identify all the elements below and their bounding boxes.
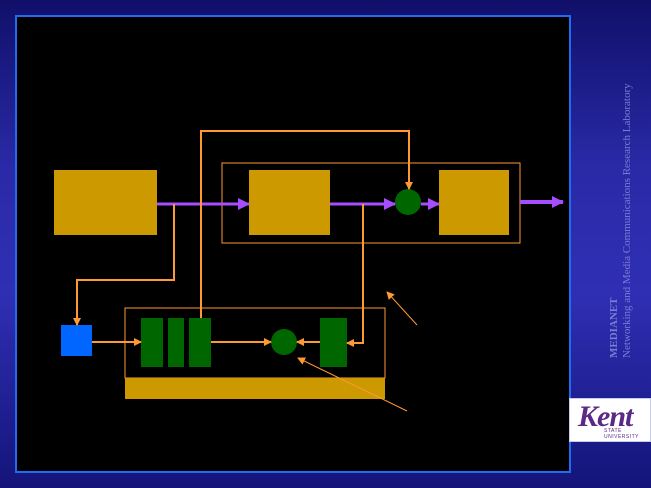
- pointer-line-lower: [297, 357, 408, 412]
- lab-caption-title: MEDIANET: [608, 297, 620, 358]
- green-bar-1: [141, 318, 163, 367]
- logo-subtext: STATE UNIVERSITY: [604, 428, 640, 440]
- green-bar-3: [189, 318, 211, 367]
- green-circle-top: [395, 189, 421, 215]
- middle-block: [249, 170, 330, 235]
- lab-caption-subtitle: Networking and Media Communications Rese…: [621, 83, 633, 358]
- right-block: [439, 170, 509, 235]
- orange-feedback-top: [200, 130, 413, 318]
- logo-wordmark: Kent: [578, 400, 633, 433]
- kent-state-logo: Kent STATE UNIVERSITY: [569, 398, 651, 442]
- orange-middle-down: [346, 204, 364, 347]
- green-bar-4: [320, 318, 347, 367]
- green-circle-bottom: [271, 329, 297, 355]
- pointer-line-upper: [386, 291, 418, 326]
- left-block: [54, 170, 157, 235]
- bottom-gold-bar: [125, 378, 385, 399]
- orange-left-to-blue: [73, 204, 175, 326]
- lab-caption: MEDIANET Networking and Media Communicat…: [608, 18, 634, 358]
- green-bar-2: [168, 318, 184, 367]
- blue-square: [61, 325, 92, 356]
